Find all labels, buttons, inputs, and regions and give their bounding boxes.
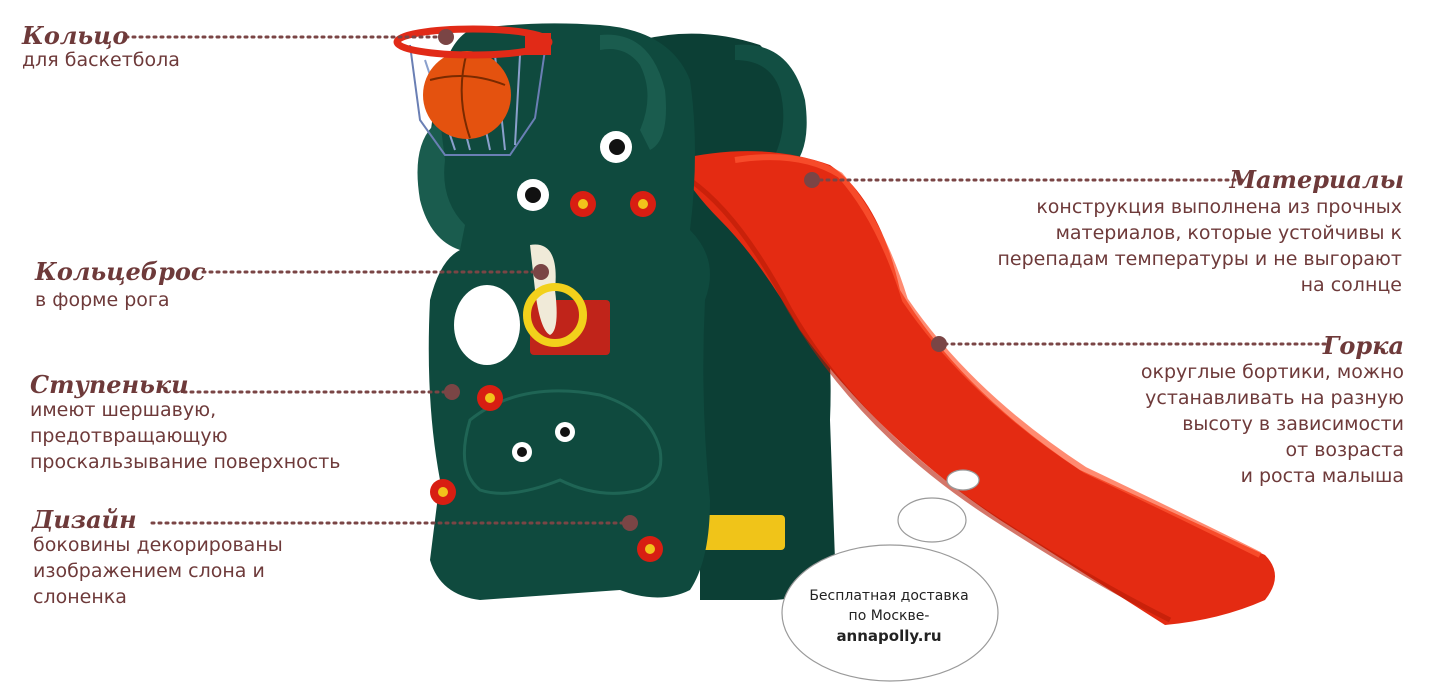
- annotation-slide-title: Горка: [1322, 331, 1404, 360]
- annotation-materials-desc: конструкция выполнена из прочных материа…: [997, 196, 1402, 296]
- annotation-dots: [438, 29, 947, 531]
- red-slide: [675, 151, 1275, 625]
- delivery-line-1: Бесплатная доставка: [809, 588, 969, 604]
- leader-lines: [124, 35, 1327, 525]
- annotation-materials-title: Материалы: [1229, 165, 1404, 194]
- annotation-horn-desc: в форме рога: [35, 289, 170, 311]
- annotation-steps-desc: имеют шершавую, предотвращающую проскаль…: [30, 399, 341, 473]
- delivery-bubble: [781, 469, 999, 682]
- annotation-steps-title: Ступеньки: [30, 370, 189, 399]
- yellow-step: [700, 515, 785, 550]
- annotation-design-desc: боковины декорированы изображением слона…: [33, 534, 283, 608]
- annotation-ring-desc: для баскетбола: [22, 49, 180, 71]
- delivery-bubble-text: Бесплатная доставка по Москве- annapolly…: [784, 586, 994, 646]
- annotation-horn-title: Кольцеброс: [35, 257, 206, 286]
- site-name: annapolly.ru: [836, 627, 942, 645]
- annotation-ring-title: Кольцо: [22, 21, 129, 50]
- basketball-hoop: [393, 25, 553, 156]
- step-handles: [430, 191, 663, 562]
- annotation-slide-desc: округлые бортики, можно устанавливать на…: [1140, 361, 1404, 487]
- delivery-line-2: по Москве-: [848, 608, 930, 624]
- annotation-design-title: Дизайн: [32, 505, 137, 534]
